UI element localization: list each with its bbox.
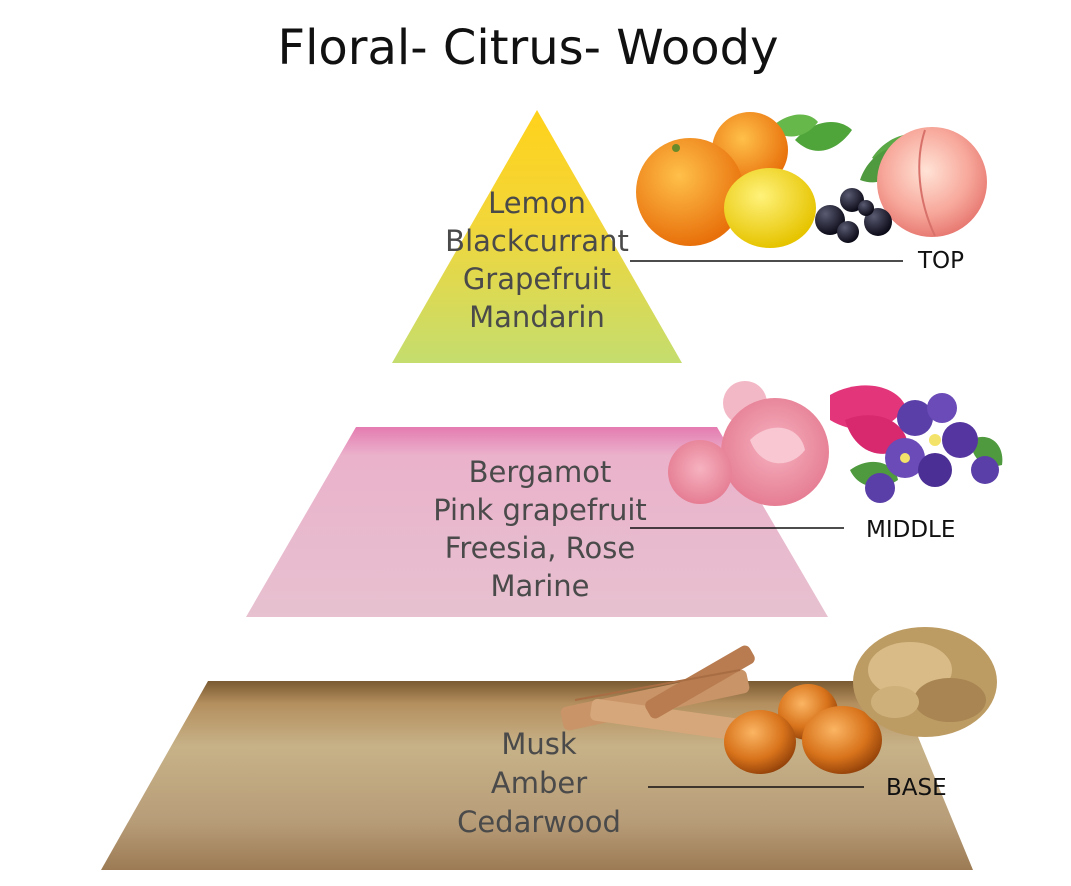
tier-middle-note-3: Freesia, Rose (445, 531, 635, 565)
violet-icon (865, 393, 999, 503)
tier-top-note-4: Mandarin (469, 300, 605, 334)
tier-top-note-3: Grapefruit (463, 262, 611, 296)
tier-middle-note-1: Bergamot (469, 455, 612, 489)
tier-top-label: TOP (917, 248, 964, 274)
tier-top-note-1: Lemon (488, 186, 586, 220)
tier-middle: MIDDLE Bergamot Pink grapefruit Freesia,… (246, 381, 1003, 617)
tier-base-note-3: Cedarwood (457, 805, 621, 839)
tier-middle-note-4: Marine (491, 569, 590, 603)
tier-middle-note-2: Pink grapefruit (433, 493, 647, 527)
tier-base-note-1: Musk (501, 727, 577, 761)
fruit-cluster-icon (636, 112, 987, 248)
flower-bouquet-icon (668, 381, 1003, 506)
tier-top-note-2: Blackcurrant (445, 224, 629, 258)
wood-amber-icon (560, 627, 997, 774)
tier-middle-label: MIDDLE (866, 517, 955, 543)
amber-stones-icon (724, 684, 882, 774)
tier-base-note-2: Amber (491, 766, 587, 800)
tier-top-shape (392, 110, 682, 363)
blackcurrant-icon (815, 188, 892, 243)
tier-base: BASE Musk Amber Cedarwood (101, 627, 997, 870)
diagram-title: Floral- Citrus- Woody (277, 20, 778, 76)
tier-base-label: BASE (886, 775, 947, 801)
musk-shavings-icon (853, 627, 997, 737)
tier-top: TOP Lemon Blackcurrant Grapefruit Mandar… (392, 110, 987, 363)
